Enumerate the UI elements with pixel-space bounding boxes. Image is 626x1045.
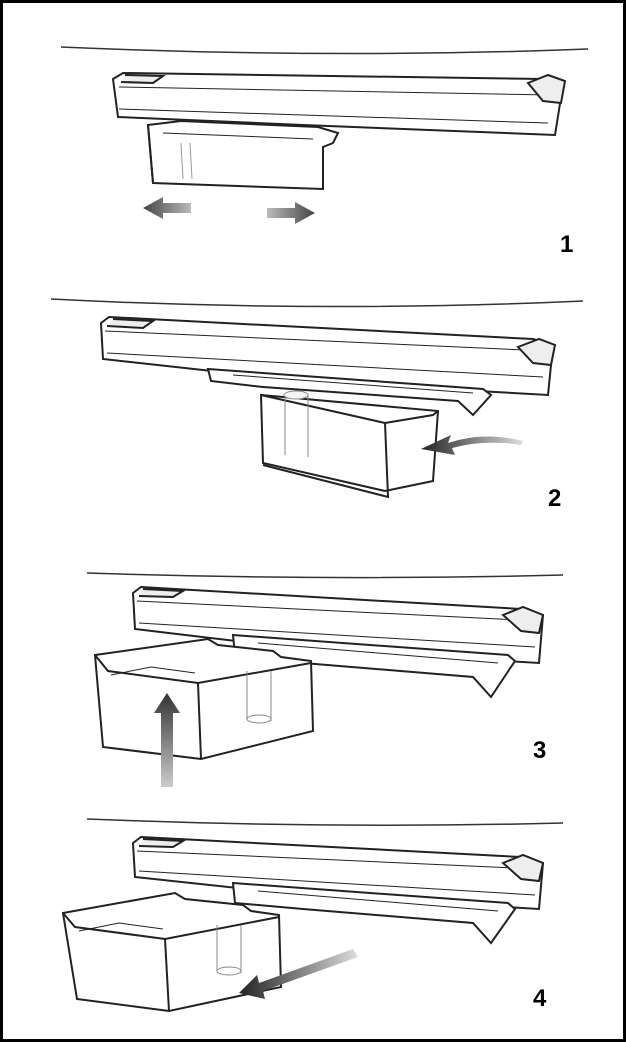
step-2-illustration bbox=[50, 298, 584, 499]
step-number-3: 3 bbox=[533, 737, 547, 764]
step-4-illustration bbox=[61, 818, 564, 1013]
step-3-tray bbox=[93, 637, 315, 761]
step-1-illustration bbox=[60, 46, 589, 224]
step-2-push-arrow bbox=[421, 435, 523, 455]
step-3-illustration bbox=[86, 572, 564, 787]
step-2-shelf-line bbox=[50, 298, 584, 308]
step-number-1: 1 bbox=[560, 231, 574, 258]
step-3-shelf-line bbox=[86, 572, 564, 579]
step-3-lift-arrow bbox=[154, 693, 180, 787]
step-number-2: 2 bbox=[548, 485, 562, 512]
step-4-shelf-line bbox=[86, 818, 564, 826]
step-3-shelf-rail bbox=[131, 585, 545, 665]
step-4-guide-rail bbox=[231, 881, 517, 945]
step-2-guide-rail bbox=[206, 367, 493, 417]
step-1-slide-arrows bbox=[143, 197, 315, 224]
step-number-4: 4 bbox=[533, 985, 547, 1012]
step-4-shelf-rail bbox=[131, 835, 545, 911]
step-1-tray bbox=[146, 119, 340, 191]
step-1-arrow-left bbox=[143, 197, 191, 219]
step-1-shelf-rail bbox=[111, 71, 567, 137]
step-2-tray bbox=[259, 390, 440, 499]
step-1-shelf-line bbox=[60, 46, 589, 55]
step-1-arrow-right bbox=[267, 202, 315, 224]
step-4-pull-arrow bbox=[239, 949, 358, 999]
step-2-shelf-rail bbox=[99, 315, 557, 397]
step-4-tray bbox=[61, 891, 283, 1013]
diagram-canvas bbox=[50, 46, 589, 1013]
